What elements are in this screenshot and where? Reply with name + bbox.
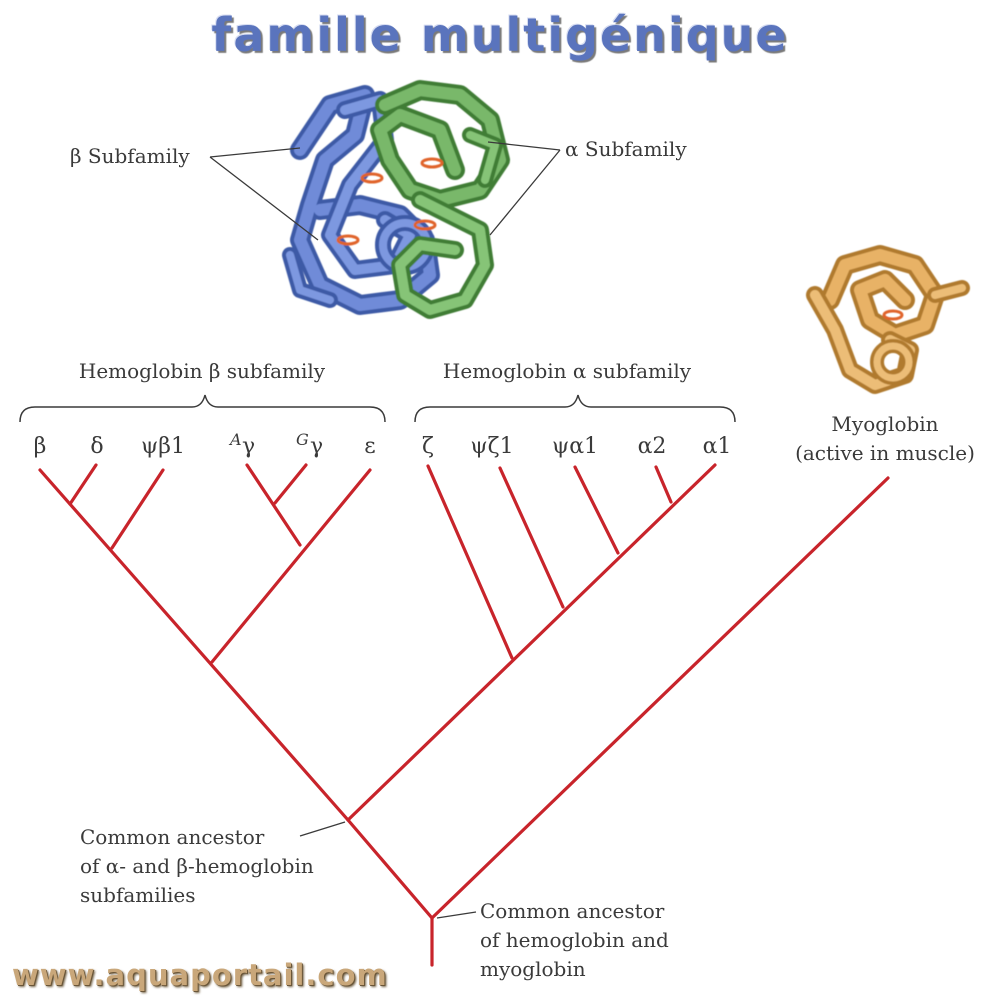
- alpha-subfamily-brace-label: Hemoglobin α subfamily: [443, 359, 692, 383]
- alpha-subfamily-protein-label: α Subfamily: [565, 137, 687, 161]
- psi-alpha1-branch: [573, 465, 620, 555]
- alpha-subfamily-brace: [414, 394, 736, 423]
- hemoglobin-ancestor-leader: [299, 821, 346, 837]
- heme-groups: [336, 157, 444, 246]
- beta-subfamily-protein-label: β Subfamily: [70, 144, 190, 168]
- psi-beta1-branch: [110, 468, 165, 550]
- beta-gene-labels: β δ ψβ1 A γ G γ ε: [34, 430, 376, 459]
- root-ancestor-label-line3: myoglobin: [480, 957, 586, 981]
- gene-alpha2: α2: [638, 434, 667, 459]
- psi-zeta1-branch: [498, 466, 565, 609]
- beta-subfamily-brace-label: Hemoglobin β subfamily: [79, 359, 326, 383]
- beta-lineage-branch: [38, 468, 350, 822]
- myoglobin-sublabel: (active in muscle): [795, 441, 975, 465]
- alpha-lineage-branch: [346, 463, 717, 822]
- myoglobin-structure-illustration: [806, 245, 970, 394]
- myoglobin-branch: [430, 476, 890, 920]
- hemoglobin-ancestor-branch: [346, 818, 434, 920]
- gene-psi-alpha1: ψα1: [552, 434, 598, 459]
- gene-delta: δ: [90, 434, 103, 459]
- root-ancestor-label-line2: of hemoglobin and: [480, 928, 669, 952]
- page-title: famille multigénique: [211, 8, 789, 62]
- beta-subfamily-brace: [19, 394, 386, 423]
- gene-g-gamma-superscript: G: [296, 430, 309, 449]
- root-ancestor-leader: [436, 911, 477, 919]
- alpha-gene-labels: ζ ψζ1 ψα1 α2 α1: [422, 434, 731, 459]
- hemoglobin-ancestor-label-line2: of α- and β-hemoglobin: [80, 854, 314, 878]
- alpha-subfamily-leader-lines: [487, 141, 561, 236]
- gene-psi-zeta1: ψζ1: [470, 434, 513, 459]
- myoglobin-label: Myoglobin: [831, 412, 938, 436]
- gene-alpha1: α1: [703, 434, 732, 459]
- gene-a-gamma: γ: [242, 434, 255, 459]
- zeta-branch: [426, 464, 514, 660]
- phylogenetic-tree: [38, 463, 890, 967]
- gene-g-gamma: γ: [310, 434, 323, 459]
- gene-psi-beta1: ψβ1: [141, 434, 185, 459]
- g-gamma-branch: [273, 463, 308, 505]
- gene-beta: β: [34, 434, 47, 459]
- beta-subfamily-leader-lines: [209, 147, 319, 241]
- site-watermark: www.aquaportail.com: [12, 958, 388, 992]
- delta-branch: [68, 463, 98, 506]
- gene-zeta: ζ: [422, 434, 434, 459]
- alpha2-branch: [654, 465, 673, 504]
- hemoglobin-ancestor-label-line1: Common ancestor: [80, 825, 265, 849]
- epsilon-branch: [210, 468, 372, 664]
- hemoglobin-ancestor-label-line3: subfamilies: [80, 883, 196, 907]
- root-ancestor-label-line1: Common ancestor: [480, 899, 665, 923]
- hemoglobin-structure-illustration: [282, 80, 510, 319]
- alpha-chain-tubes: [370, 80, 510, 319]
- gene-epsilon: ε: [364, 434, 375, 459]
- a-gamma-branch: [245, 463, 302, 547]
- gene-a-gamma-superscript: A: [228, 430, 242, 449]
